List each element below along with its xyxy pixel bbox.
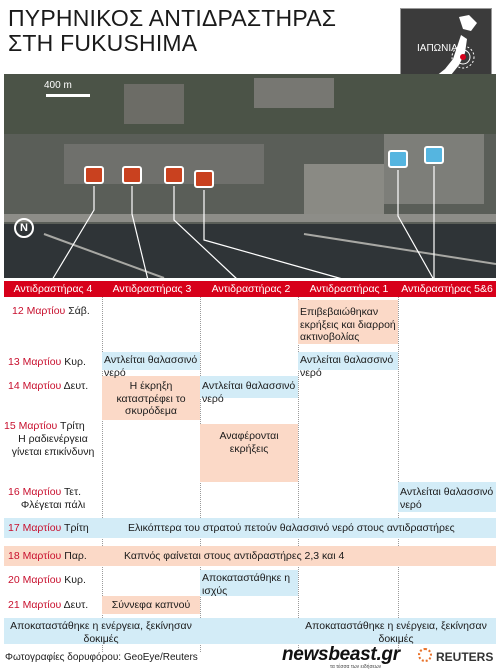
cell-r1-explosions: Επιβεβαιώθηκαν εκρήξεις και διαρροή ακτι…	[300, 306, 396, 343]
date-label: 21 Μαρτίου	[8, 599, 62, 611]
reactor-3-marker	[122, 166, 142, 184]
reactor-header-row: Αντιδραστήρας 4 Αντιδραστήρας 3 Αντιδρασ…	[4, 281, 496, 297]
column-divider	[298, 297, 299, 652]
column-divider	[102, 297, 103, 652]
cell-r1-power: Αποκαταστάθηκε η ενέργεια, ξεκίνησαν δοκ…	[305, 620, 487, 645]
day-label: Κυρ.	[64, 574, 86, 586]
photo-credit: Φωτογραφίες δορυφόρου: GeoEye/Reuters	[5, 652, 198, 663]
date-row-17: 17 Μαρτίου Τρίτη	[8, 522, 89, 535]
scale-bar	[46, 94, 90, 97]
band-r2-14	[200, 376, 298, 398]
day-label: Δευτ.	[63, 380, 89, 392]
date-label: 14 Μαρτίου	[8, 380, 62, 392]
date-label: 12 Μαρτίου	[12, 305, 66, 317]
day-label: Σάβ.	[68, 305, 90, 317]
date-label: 13 Μαρτίου	[8, 356, 62, 368]
day-label: Κυρ.	[64, 356, 86, 368]
cell-r3-blast-14: Η έκρηξη καταστρέφει το σκυρόδεμα	[116, 380, 186, 417]
cell-r2-explosions-15: Αναφέρονται εκρήξεις	[219, 430, 279, 455]
band-r1-13	[298, 352, 398, 370]
newsbeast-tagline: τα τέσσα των ειδήσεων	[330, 664, 382, 670]
band-r1-12	[298, 300, 398, 344]
band-row-17	[4, 518, 496, 538]
cell-r3-smoke-21: Σύννεφα καπνού	[111, 599, 191, 611]
date-row-21: 21 Μαρτίου Δευτ.	[8, 599, 88, 612]
date-row-20: 20 Μαρτίου Κυρ.	[8, 574, 86, 587]
date-label: 16 Μαρτίου	[8, 486, 62, 498]
header-reactor-4: Αντιδραστήρας 4	[13, 283, 93, 295]
day-label: Τρίτη	[64, 522, 89, 534]
date-row-12: 12 Μαρτίου Σάβ.	[12, 305, 90, 318]
date-row-15: 15 Μαρτίου Τρίτη	[4, 420, 85, 433]
column-divider	[398, 297, 399, 652]
band-r3-14	[102, 376, 200, 420]
scale-label: 400 m	[44, 80, 72, 91]
cell-r2-power-20: Αποκαταστάθηκε η ισχύς	[202, 572, 291, 597]
cell-r2-pump-14: Αντλείται θαλασσινό νερό	[202, 380, 296, 405]
band-row-final	[4, 618, 496, 644]
header-reactor-5-6: Αντιδραστήρας 5&6	[401, 283, 493, 295]
band-r2-20	[200, 570, 298, 596]
page-title: ΠΥΡΗΝΙΚΟΣ ΑΝΤΙΔΡΑΣΤΗΡΑΣ ΣΤΗ FUKUSHIMA	[8, 6, 336, 56]
reactor-2-marker	[164, 166, 184, 184]
band-r2-15	[200, 424, 298, 482]
cell-r3-pump-13: Αντλείται θαλασσινό νερό	[104, 354, 198, 379]
date-row-13: 13 Μαρτίου Κυρ.	[8, 356, 86, 369]
date-label: 15 Μαρτίου	[4, 420, 58, 432]
date-label: 17 Μαρτίου	[8, 522, 62, 534]
reactor-5-marker	[388, 150, 408, 168]
newsbeast-logo: newsbeast.gr	[282, 644, 400, 665]
north-arrow-icon: N	[14, 218, 34, 238]
header-reactor-2: Αντιδραστήρας 2	[211, 283, 291, 295]
note-row-18: Καπνός φαίνεται στους αντιδραστήρες 2,3 …	[124, 550, 345, 562]
leader-lines	[51, 166, 435, 281]
day-label: Δευτ.	[63, 599, 89, 611]
title-line-2: ΣΤΗ FUKUSHIMA	[8, 30, 198, 56]
day-label: Τετ.	[64, 486, 82, 498]
day-label: Τρίτη	[60, 420, 85, 432]
date-row-18: 18 Μαρτίου Παρ.	[8, 550, 87, 563]
reactor-1-marker	[194, 170, 214, 188]
reactor-4-marker	[84, 166, 104, 184]
date-row-16: 16 Μαρτίου Τετ.	[8, 486, 81, 499]
reactor-6-marker	[424, 146, 444, 164]
date-label: 20 Μαρτίου	[8, 574, 62, 586]
title-line-1: ΠΥΡΗΝΙΚΟΣ ΑΝΤΙΔΡΑΣΤΗΡΑΣ	[8, 5, 337, 31]
reuters-logo: REUTERS	[436, 650, 494, 664]
header-reactor-3: Αντιδραστήρας 3	[112, 283, 192, 295]
day-label: Παρ.	[64, 550, 87, 562]
band-r3-21	[102, 596, 200, 614]
date-label: 18 Μαρτίου	[8, 550, 62, 562]
japan-label: ΙΑΠΩΝΙΑ	[417, 43, 458, 54]
note-row-15: Η ραδιενέργεια γίνεται επικίνδυνη	[11, 433, 95, 458]
header-reactor-1: Αντιδραστήρας 1	[309, 283, 389, 295]
note-row-16: Φλέγεται πάλι	[20, 499, 86, 511]
reuters-logo-icon	[418, 648, 432, 662]
cell-r1-pump-13: Αντλείται θαλασσινό νερό	[300, 354, 394, 379]
cell-r4-power: Αποκαταστάθηκε η ενέργεια, ξεκίνησαν δοκ…	[10, 620, 192, 645]
cell-r56-pump-16: Αντλείται θαλασσινό νερό	[400, 486, 494, 511]
band-r3-13	[102, 352, 200, 370]
band-row-18	[4, 546, 496, 566]
band-r56-16	[398, 482, 496, 512]
note-row-17: Ελικόπτερα του στρατού πετούν θαλασσινό …	[128, 522, 455, 534]
date-row-14: 14 Μαρτίου Δευτ.	[8, 380, 88, 393]
